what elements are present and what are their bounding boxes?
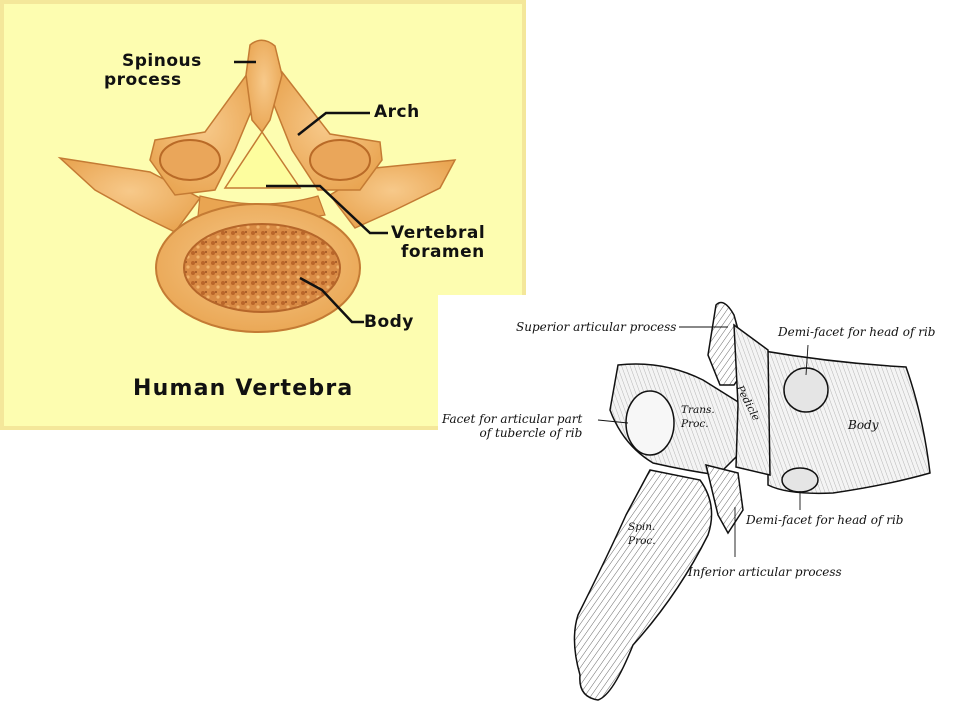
engraving-demifacet-top — [783, 367, 829, 413]
engraving-spinous-process — [573, 469, 713, 701]
label-demi-facet-bottom: Demi-facet for head of rib — [746, 513, 904, 527]
label-superior-articular-process: Superior articular process — [516, 320, 677, 334]
engraving-demifacet-bottom — [781, 467, 819, 493]
vertebra-engraving — [573, 301, 931, 701]
spinous-process-shape — [245, 39, 283, 134]
engraving-facet-tubercle — [625, 390, 675, 456]
label-vertebral-foramen: Vertebral foramen — [391, 223, 486, 262]
panel-title: Human Vertebra — [133, 376, 354, 401]
label-arch: Arch — [374, 102, 420, 122]
vertebra-lateral-engraving: Superior articular process Demi-facet fo… — [438, 295, 960, 720]
vertebra-color-diagram: Spinous process Arch Vertebral foramen B… — [0, 0, 526, 430]
label-facet-articular: Facet for articular part of tubercle of … — [442, 412, 583, 440]
label-body: Body — [364, 312, 414, 332]
vertebra-illustration — [57, 39, 457, 333]
engraving-leader-lines — [597, 326, 809, 557]
left-articular-facet — [159, 139, 221, 181]
right-articular-facet — [309, 139, 371, 181]
body-spongy-bone — [183, 223, 341, 313]
label-inferior-articular-process: Inferior articular process — [688, 565, 842, 579]
label-body-b: Body — [848, 418, 879, 432]
vertebral-foramen-shape — [223, 130, 302, 189]
engraving-pedicle — [733, 323, 771, 476]
label-demi-facet-top: Demi-facet for head of rib — [778, 325, 936, 339]
label-spin-proc: Spin. Proc. — [628, 521, 656, 547]
engraving-body — [757, 349, 931, 495]
label-trans-proc: Trans. Proc. — [681, 404, 715, 430]
label-spinous-process: Spinous process — [104, 51, 202, 90]
engraving-inferior-articular — [704, 463, 744, 535]
leader-lines — [234, 60, 388, 324]
